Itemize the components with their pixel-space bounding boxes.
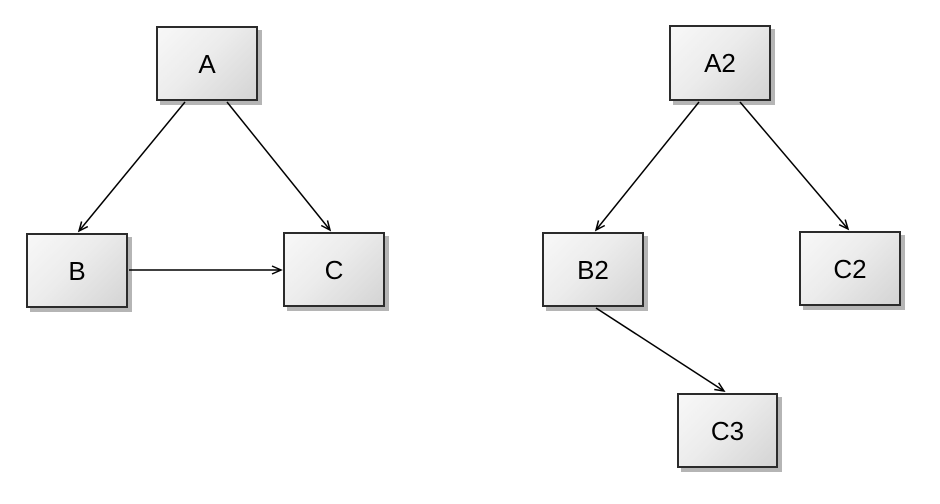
node-A2[interactable]: A2 bbox=[669, 25, 771, 101]
node-A[interactable]: A bbox=[156, 26, 258, 101]
edge-A2-C2 bbox=[739, 101, 850, 231]
edge-A2-B2 bbox=[594, 101, 700, 232]
edge-A-C bbox=[226, 101, 332, 232]
edge-A-B bbox=[77, 101, 186, 233]
node-C-label: C bbox=[324, 254, 344, 285]
node-C3-label: C3 bbox=[710, 415, 745, 446]
node-C3[interactable]: C3 bbox=[677, 393, 778, 468]
node-C2[interactable]: C2 bbox=[799, 231, 901, 306]
node-B2-label: B2 bbox=[577, 254, 609, 285]
node-A2-label: A2 bbox=[704, 48, 736, 78]
node-A-label: A bbox=[198, 48, 216, 79]
node-B[interactable]: B bbox=[26, 233, 128, 308]
node-C2-label: C2 bbox=[833, 253, 867, 284]
node-B-label: B bbox=[68, 255, 86, 286]
node-B2[interactable]: B2 bbox=[542, 232, 644, 307]
edge-B2-C3 bbox=[595, 307, 726, 393]
node-C[interactable]: C bbox=[283, 232, 385, 307]
